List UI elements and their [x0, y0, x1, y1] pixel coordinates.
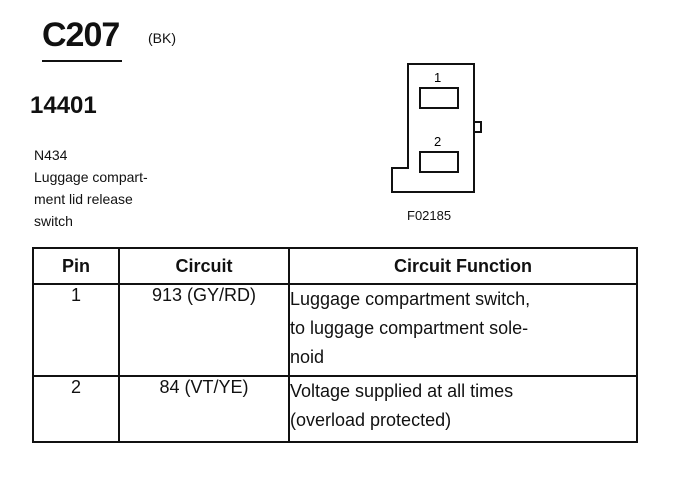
pin-2-label: 2 [434, 134, 441, 149]
figure-id: F02185 [407, 208, 452, 223]
function-line: (overload protected) [290, 410, 452, 430]
header-circuit: Circuit [118, 247, 290, 285]
function-cell: Luggage compartment switch, to luggage c… [288, 283, 638, 377]
circuit-label: N434 [34, 147, 68, 163]
table-row: 1 913 (GY/RD) Luggage compartment switch… [32, 283, 638, 377]
pin-table: Pin Circuit Circuit Function 1 913 (GY/R… [32, 247, 638, 443]
pin-2-cavity [419, 151, 459, 173]
function-line: noid [290, 347, 325, 367]
description-line: ment lid release [34, 191, 133, 207]
connector-id-underline [42, 60, 122, 62]
connector-color-code: (BK) [148, 30, 176, 46]
connector-face-diagram: 1 2 [391, 63, 482, 193]
function-line: Luggage compartment switch, [290, 289, 531, 309]
connector-housing-outline [391, 63, 475, 193]
function-line: Voltage supplied at all times [290, 381, 514, 401]
description-line: switch [34, 213, 73, 229]
pin-cell: 1 [32, 283, 120, 377]
header-circuit-function: Circuit Function [288, 247, 638, 285]
circuit-cell: 84 (VT/YE) [118, 375, 290, 443]
header-pin: Pin [32, 247, 120, 285]
part-number: 14401 [30, 92, 97, 119]
table-row: 2 84 (VT/YE) Voltage supplied at all tim… [32, 375, 638, 443]
connector-latch [473, 121, 482, 133]
pin-cell: 2 [32, 375, 120, 443]
connector-id: C207 [42, 16, 120, 54]
function-line: to luggage compartment sole- [290, 318, 529, 338]
function-cell: Voltage supplied at all times (overload … [288, 375, 638, 443]
connector-description: N434 Luggage compart- ment lid release s… [34, 144, 234, 232]
description-line: Luggage compart- [34, 169, 148, 185]
table-header-row: Pin Circuit Circuit Function [32, 247, 638, 285]
pin-1-label: 1 [434, 70, 441, 85]
pin-1-cavity [419, 87, 459, 109]
circuit-cell: 913 (GY/RD) [118, 283, 290, 377]
